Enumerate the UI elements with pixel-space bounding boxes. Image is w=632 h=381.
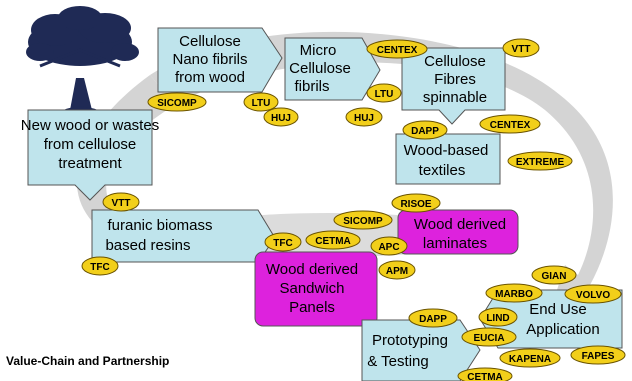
- partner-badge: VOLVO: [564, 284, 622, 304]
- partner-badge: LTU: [366, 83, 402, 103]
- node-label-line: treatment: [58, 155, 122, 172]
- partner-badge: SICOMP: [147, 92, 207, 112]
- badge-label: SICOMP: [157, 98, 197, 109]
- partner-badge: SICOMP: [333, 210, 393, 230]
- node-label-line: New wood or wastes: [21, 117, 159, 134]
- partner-badge: CETMA: [457, 367, 513, 381]
- partner-badge: VTT: [102, 192, 140, 212]
- badge-label: VTT: [512, 44, 531, 55]
- node-label-line: Micro: [300, 42, 337, 59]
- node-furanic-resins: furanic biomass based resins: [91, 209, 276, 263]
- badge-label: RISOE: [400, 199, 431, 210]
- badge-label: CETMA: [467, 372, 503, 381]
- node-label-line: Prototyping: [372, 332, 448, 349]
- partner-badge: LTU: [243, 92, 279, 112]
- partner-badge: APC: [370, 236, 408, 256]
- partner-badge: TFC: [264, 232, 302, 252]
- badge-label: VTT: [112, 198, 131, 209]
- node-label-line: from wood: [175, 69, 245, 86]
- node-label-line: Cellulose: [424, 53, 486, 70]
- partner-badge: TFC: [81, 256, 119, 276]
- node-wood-derived-sandwich-panels: Wood derived Sandwich Panels: [254, 251, 378, 327]
- node-end-use-application: End Use Application: [479, 289, 623, 349]
- badge-label: LTU: [375, 89, 394, 100]
- badge-label: SICOMP: [343, 216, 383, 227]
- node-label-line: Panels: [289, 299, 335, 316]
- node-label-line: laminates: [423, 235, 487, 252]
- badge-label: EUCIA: [473, 333, 504, 344]
- node-wood-based-textiles: Wood-based textiles: [395, 133, 501, 185]
- node-label-line: furanic biomass: [107, 217, 212, 234]
- node-cellulose-nano-fibrils: Cellulose Nano fibrils from wood: [157, 27, 283, 93]
- badge-label: GIAN: [542, 271, 567, 282]
- partner-badge: CENTEX: [479, 114, 541, 134]
- badge-label: TFC: [273, 238, 292, 249]
- partner-badge: HUJ: [263, 107, 299, 127]
- partner-badge: RISOE: [391, 193, 441, 213]
- node-label-line: spinnable: [423, 89, 487, 106]
- partner-badge: KAPENA: [499, 348, 561, 368]
- badge-label: EXTREME: [516, 157, 565, 168]
- partner-badge: VTT: [502, 38, 540, 58]
- node-label-line: Fibres: [434, 71, 476, 88]
- badge-label: APM: [386, 266, 408, 277]
- badge-label: APC: [378, 242, 399, 253]
- diagram-caption: Value-Chain and Partnership: [6, 354, 170, 368]
- partner-badge: MARBO: [485, 283, 543, 303]
- badge-label: CENTEX: [490, 120, 531, 131]
- node-label-line: textiles: [419, 162, 466, 179]
- badge-label: CENTEX: [377, 45, 418, 56]
- node-cellulose-fibres: Cellulose Fibres spinnable: [401, 47, 506, 125]
- node-label-line: Cellulose: [289, 60, 351, 77]
- node-wood-derived-laminates: Wood derived laminates: [397, 209, 519, 255]
- badge-label: LIND: [486, 313, 509, 324]
- badge-label: DAPP: [419, 314, 447, 325]
- node-label-line: Wood-based: [404, 142, 489, 159]
- node-label-line: based resins: [105, 237, 190, 254]
- badge-label: DAPP: [411, 126, 439, 137]
- badge-label: TFC: [90, 262, 109, 273]
- partner-badge: DAPP: [402, 120, 448, 140]
- node-label-line: Sandwich: [279, 280, 344, 297]
- node-label-line: Cellulose: [179, 33, 241, 50]
- partner-badge: GIAN: [531, 265, 577, 285]
- partner-badge: CETMA: [305, 230, 361, 250]
- badge-label: CETMA: [315, 236, 351, 247]
- partner-badge: LIND: [478, 307, 518, 327]
- node-label-line: from cellulose: [44, 136, 137, 153]
- node-label-line: Application: [526, 321, 599, 338]
- partner-badge: EXTREME: [507, 151, 573, 171]
- partner-badge: FAPES: [570, 345, 626, 365]
- partner-badge: CENTEX: [366, 39, 428, 59]
- node-label-line: & Testing: [367, 353, 428, 370]
- badge-label: VOLVO: [576, 290, 610, 301]
- badge-label: HUJ: [271, 113, 291, 124]
- badge-label: KAPENA: [509, 354, 551, 365]
- badge-label: HUJ: [354, 113, 374, 124]
- node-label-line: Wood derived: [414, 216, 506, 233]
- partner-badge: HUJ: [345, 107, 383, 127]
- node-label-line: fibrils: [294, 78, 329, 95]
- node-new-wood-or-wastes: New wood or wastes from cellulose treatm…: [21, 109, 159, 201]
- node-label-line: End Use: [529, 301, 587, 318]
- partner-badge: DAPP: [408, 308, 458, 328]
- node-label-line: Wood derived: [266, 261, 358, 278]
- tree-icon: [26, 6, 139, 112]
- badge-label: MARBO: [495, 289, 533, 300]
- partner-badge: APM: [378, 260, 416, 280]
- partner-badge: EUCIA: [461, 327, 517, 347]
- node-micro-cellulose-fibrils: Micro Cellulose fibrils: [284, 37, 381, 101]
- node-label-line: Nano fibrils: [172, 51, 247, 68]
- badge-label: LTU: [252, 98, 271, 109]
- badge-label: FAPES: [582, 351, 615, 362]
